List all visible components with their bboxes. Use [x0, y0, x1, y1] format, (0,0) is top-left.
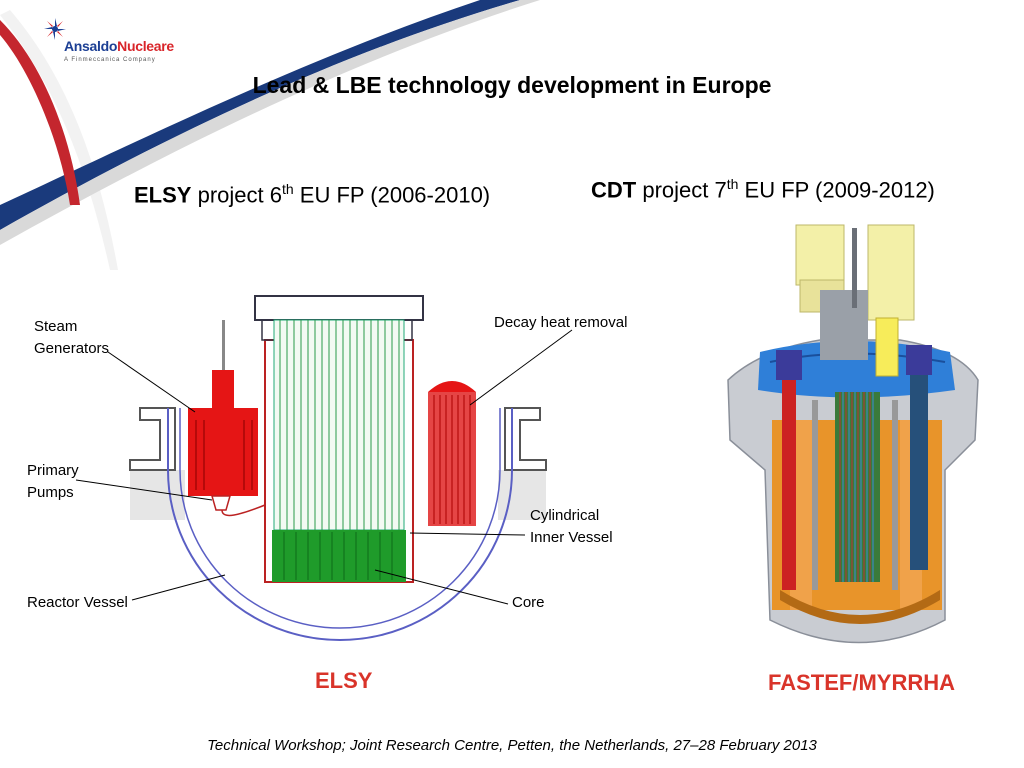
decay-heat-removal-unit	[428, 381, 476, 526]
callout-reactor-vessel: Reactor Vessel	[27, 594, 128, 611]
elsy-diagram-label: ELSY	[315, 668, 373, 693]
cdt-project-heading: CDT project 7th EU FP (2009-2012)	[591, 176, 935, 203]
logo-name: AnsaldoNucleare	[64, 38, 174, 54]
callout-decay-heat-removal: Decay heat removal	[494, 314, 628, 331]
reactor-core	[272, 530, 406, 582]
logo-tagline: A Finmeccanica Company	[64, 57, 156, 63]
callout-core: Core	[512, 594, 545, 611]
steam-generator	[188, 320, 258, 496]
primary-pump	[211, 495, 231, 511]
fastef-diagram-label: FASTEF/MYRRHA	[768, 670, 955, 695]
fuel-assemblies	[273, 319, 405, 531]
logo-mark-icon	[44, 18, 66, 40]
slide-footer: Technical Workshop; Joint Research Centr…	[207, 737, 817, 754]
elsy-project-heading: ELSY project 6th EU FP (2006-2010)	[134, 181, 491, 208]
slide-title: Lead & LBE technology development in Eur…	[252, 72, 772, 98]
